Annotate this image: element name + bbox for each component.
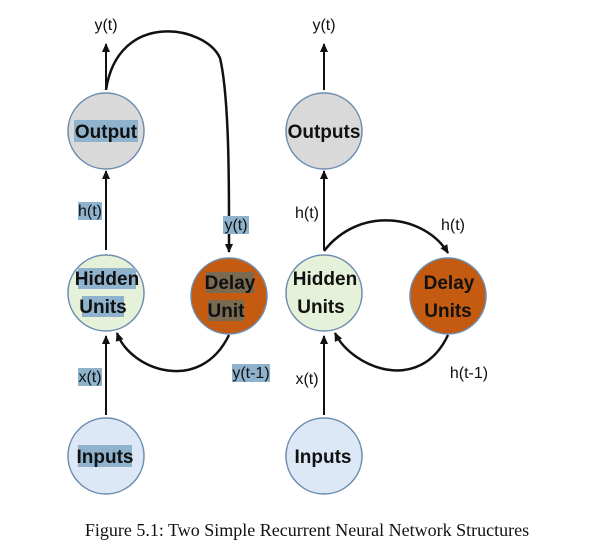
right-delay-label-line2: Units	[424, 301, 472, 322]
left-hidden-label-highlight-1	[78, 268, 136, 289]
left-delay-label-line2: Unit	[208, 301, 246, 322]
left-output-label: Output	[75, 122, 138, 143]
left-output-to-delay-arrow	[104, 30, 234, 253]
left-delay-label-highlight-2	[208, 300, 244, 321]
left-delay-back-label: y(t-1)	[232, 365, 269, 382]
right-hidden-label-line2: Units	[297, 297, 345, 318]
left-y-delay-label-highlight	[223, 216, 249, 234]
right-hidden-to-delay-arrow	[323, 219, 450, 254]
right-input-label-edge: x(t)	[295, 371, 318, 388]
left-delay-label-line1: Delay	[205, 273, 256, 294]
right-delay-label-line1: Delay	[424, 273, 475, 294]
left-top-output-label: y(t)	[94, 17, 117, 34]
left-output-label-highlight	[74, 120, 138, 142]
right-delay-to-hidden-arrow	[333, 332, 450, 372]
left-delay-label-highlight-1	[206, 272, 254, 293]
left-x-label-highlight	[78, 368, 102, 386]
right-input-label: Inputs	[295, 447, 352, 468]
left-y-back-label-highlight	[232, 364, 270, 382]
left-hidden-label-highlight-2	[82, 296, 124, 317]
right-to-delay-label: h(t)	[441, 217, 465, 234]
left-input-label-highlight	[78, 445, 132, 467]
left-hidden-label-line1: Hidden	[75, 269, 139, 290]
left-hidden-node	[67, 254, 145, 332]
right-output-node	[285, 92, 363, 170]
left-diagram: Output Hidden Units Delay Unit Inputs y(…	[67, 17, 270, 495]
left-delay-to-hidden-arrow	[115, 332, 231, 373]
right-hidden-node	[285, 254, 363, 332]
left-to-delay-label: y(t)	[224, 217, 247, 234]
left-input-label-edge: x(t)	[78, 369, 101, 386]
right-hidden-to-output-label: h(t)	[295, 205, 319, 222]
right-input-node	[285, 417, 363, 495]
right-hidden-label-line1: Hidden	[293, 269, 357, 290]
right-delay-node	[409, 257, 487, 335]
right-delay-back-label: h(t-1)	[450, 365, 488, 382]
right-top-output-label: y(t)	[312, 17, 335, 34]
right-diagram: Outputs Hidden Units Delay Units Inputs …	[285, 17, 488, 495]
left-hidden-label-line2: Units	[79, 297, 127, 318]
left-hidden-to-output-label: h(t)	[78, 203, 102, 220]
left-h-label-highlight	[78, 202, 102, 220]
right-output-label: Outputs	[288, 122, 361, 143]
figure-caption: Figure 5.1: Two Simple Recurrent Neural …	[84, 520, 530, 540]
left-delay-node	[190, 257, 268, 335]
left-input-label: Inputs	[77, 447, 134, 468]
